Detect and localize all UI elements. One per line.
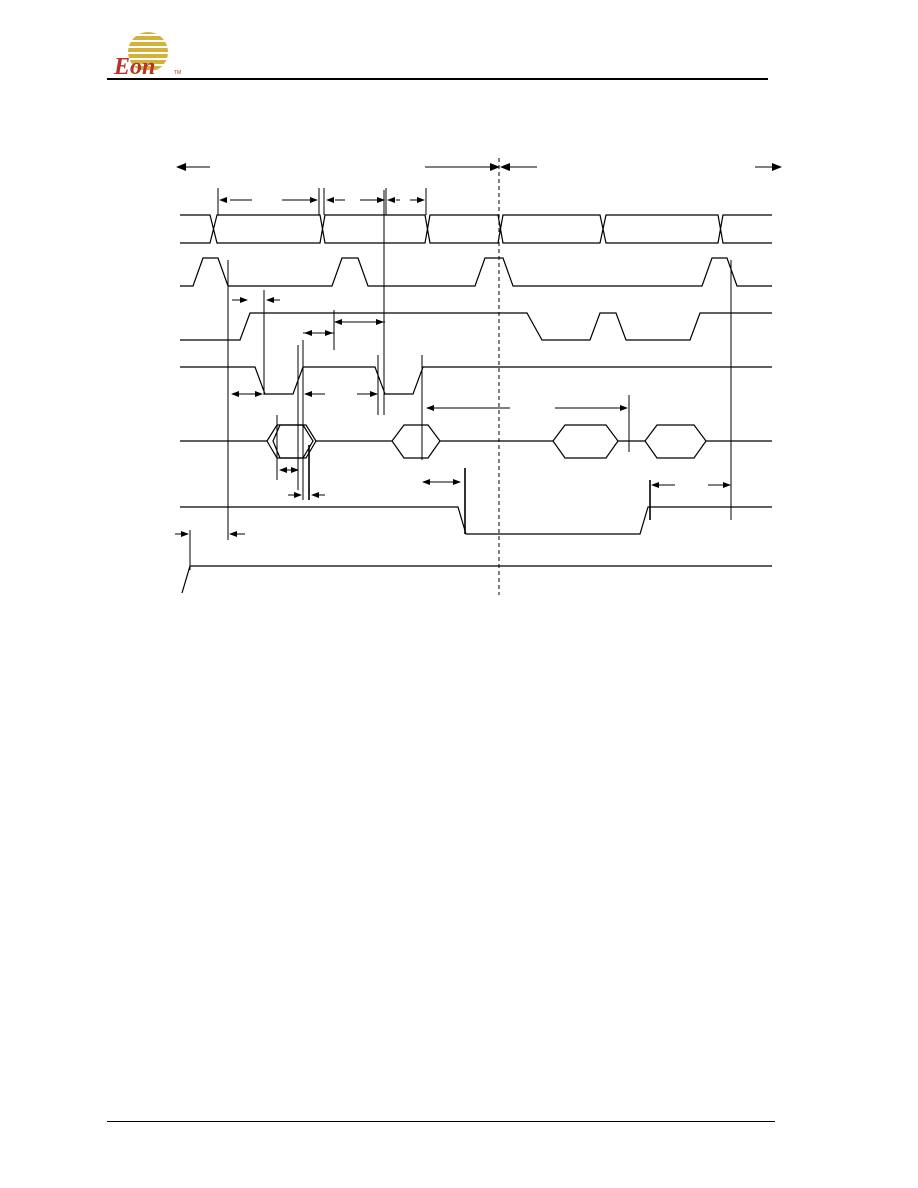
address-bus-waveform bbox=[180, 188, 772, 244]
logo-trademark: TM bbox=[174, 70, 181, 76]
top-span-arrows bbox=[176, 163, 782, 171]
we-waveform bbox=[180, 190, 772, 415]
arrow-left-icon bbox=[176, 163, 186, 171]
eon-logo-icon: Eon TM bbox=[113, 32, 181, 78]
arrow-left-icon bbox=[500, 163, 510, 171]
arrow-right-icon bbox=[490, 163, 500, 171]
arrow-right-icon bbox=[772, 163, 782, 171]
data-bus-waveform bbox=[180, 340, 772, 500]
rdy-waveform bbox=[180, 468, 772, 535]
power-waveform bbox=[175, 530, 772, 594]
footer-rule bbox=[107, 1121, 775, 1122]
logo-wordmark: Eon bbox=[113, 54, 155, 78]
header-rule bbox=[107, 78, 768, 80]
ce-waveform bbox=[180, 257, 772, 540]
oe-waveform bbox=[180, 345, 772, 490]
company-logo: Eon TM bbox=[104, 28, 184, 78]
timing-diagram bbox=[175, 158, 782, 595]
